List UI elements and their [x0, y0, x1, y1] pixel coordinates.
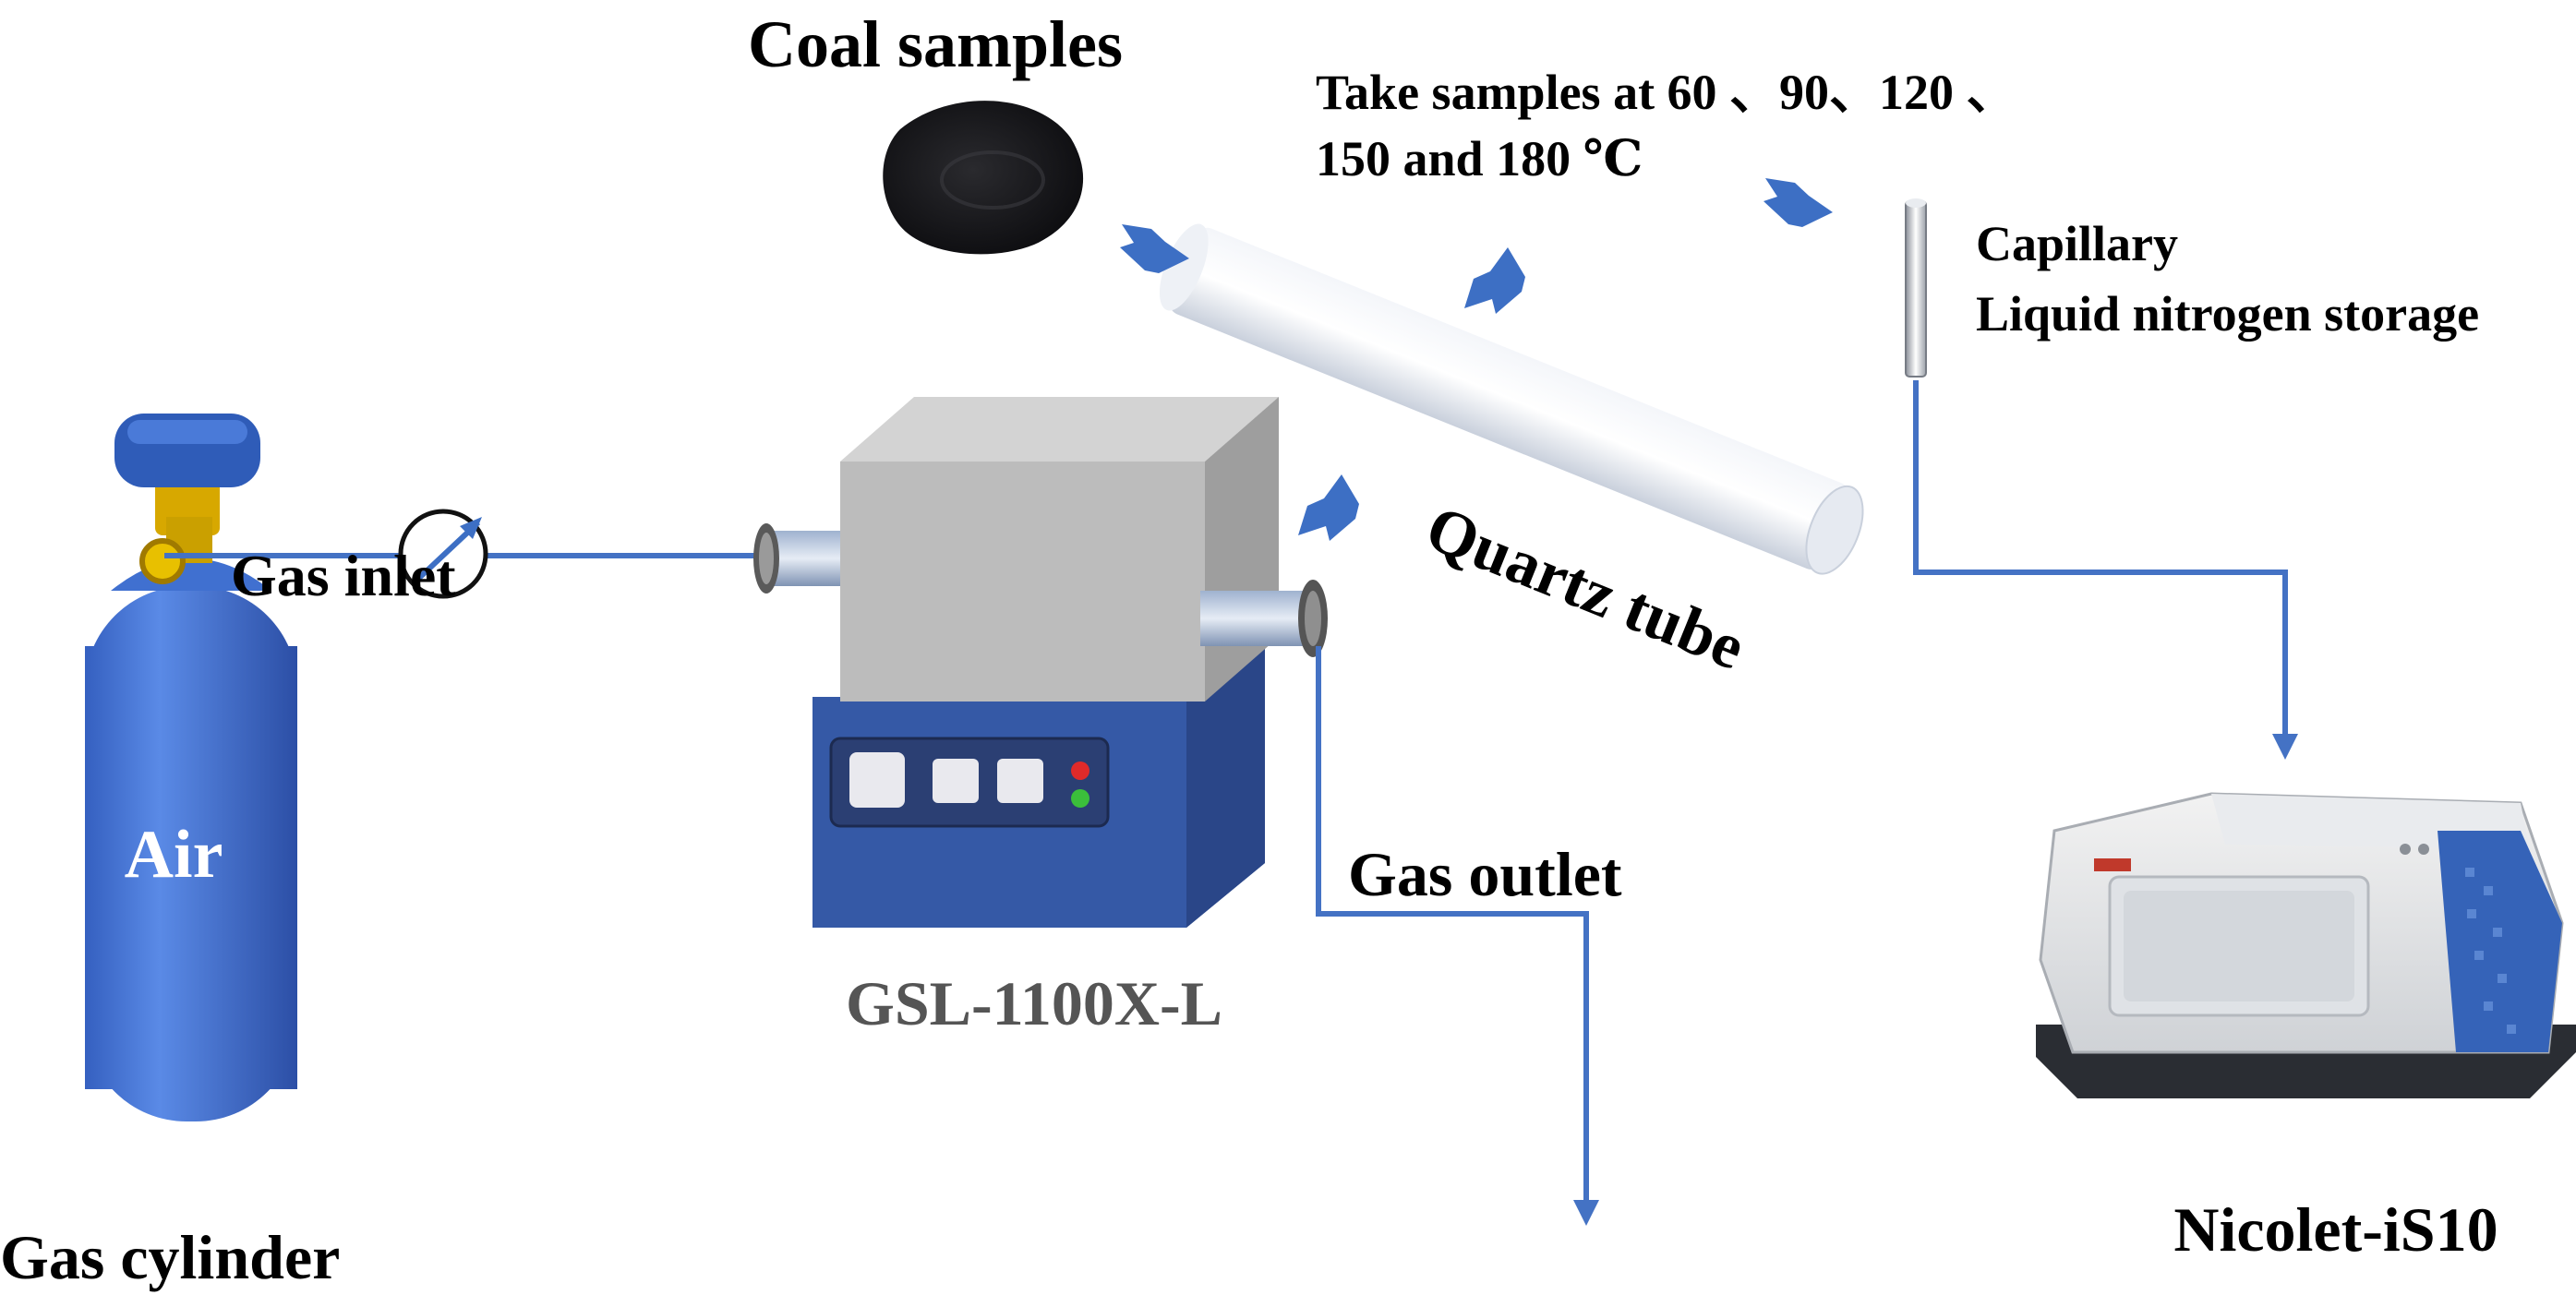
gas-inlet-label: Gas inlet: [231, 543, 456, 608]
tube-furnace-icon: [813, 397, 1279, 928]
arrow-coal-to-tube: [1120, 224, 1189, 273]
arrow-tube-to-sampling: [1464, 247, 1525, 314]
gas-cylinder-label: Gas cylinder: [0, 1222, 340, 1292]
coal-sample-icon: [883, 101, 1084, 255]
air-label: Air: [125, 817, 223, 893]
capillary-label: Capillary: [1976, 216, 2178, 271]
furnace-inlet-port: [753, 523, 840, 594]
coal-samples-label: Coal samples: [748, 7, 1123, 81]
ftir-arrowhead: [2272, 734, 2298, 760]
quartz-tube-icon: [1159, 223, 1864, 575]
gas-outlet-line: [1316, 646, 1589, 1205]
spectrometer-model-label: Nicolet-iS10: [2173, 1194, 2498, 1265]
arrow-sampling-to-capillary: [1763, 178, 1833, 227]
take-samples-line1: Take samples at 60 、90、120 、: [1316, 65, 2016, 120]
gas-outlet-label: Gas outlet: [1348, 839, 1622, 909]
ftir-spectrometer-icon: [2036, 792, 2576, 1098]
arrow-furnace-to-tube: [1298, 474, 1359, 541]
capillary-to-ftir-line: [1913, 380, 2288, 738]
furnace-model-label: GSL-1100X-L: [846, 968, 1222, 1038]
furnace-outlet-port: [1200, 580, 1328, 657]
gas-outlet-arrowhead: [1573, 1200, 1599, 1226]
capillary-icon: [1905, 198, 1927, 378]
gas-cylinder-icon: [85, 414, 297, 1121]
take-samples-line2: 150 and 180 ℃: [1316, 131, 1643, 186]
liquid-nitrogen-label: Liquid nitrogen storage: [1976, 286, 2479, 342]
pressure-gauge-icon: [398, 509, 488, 599]
